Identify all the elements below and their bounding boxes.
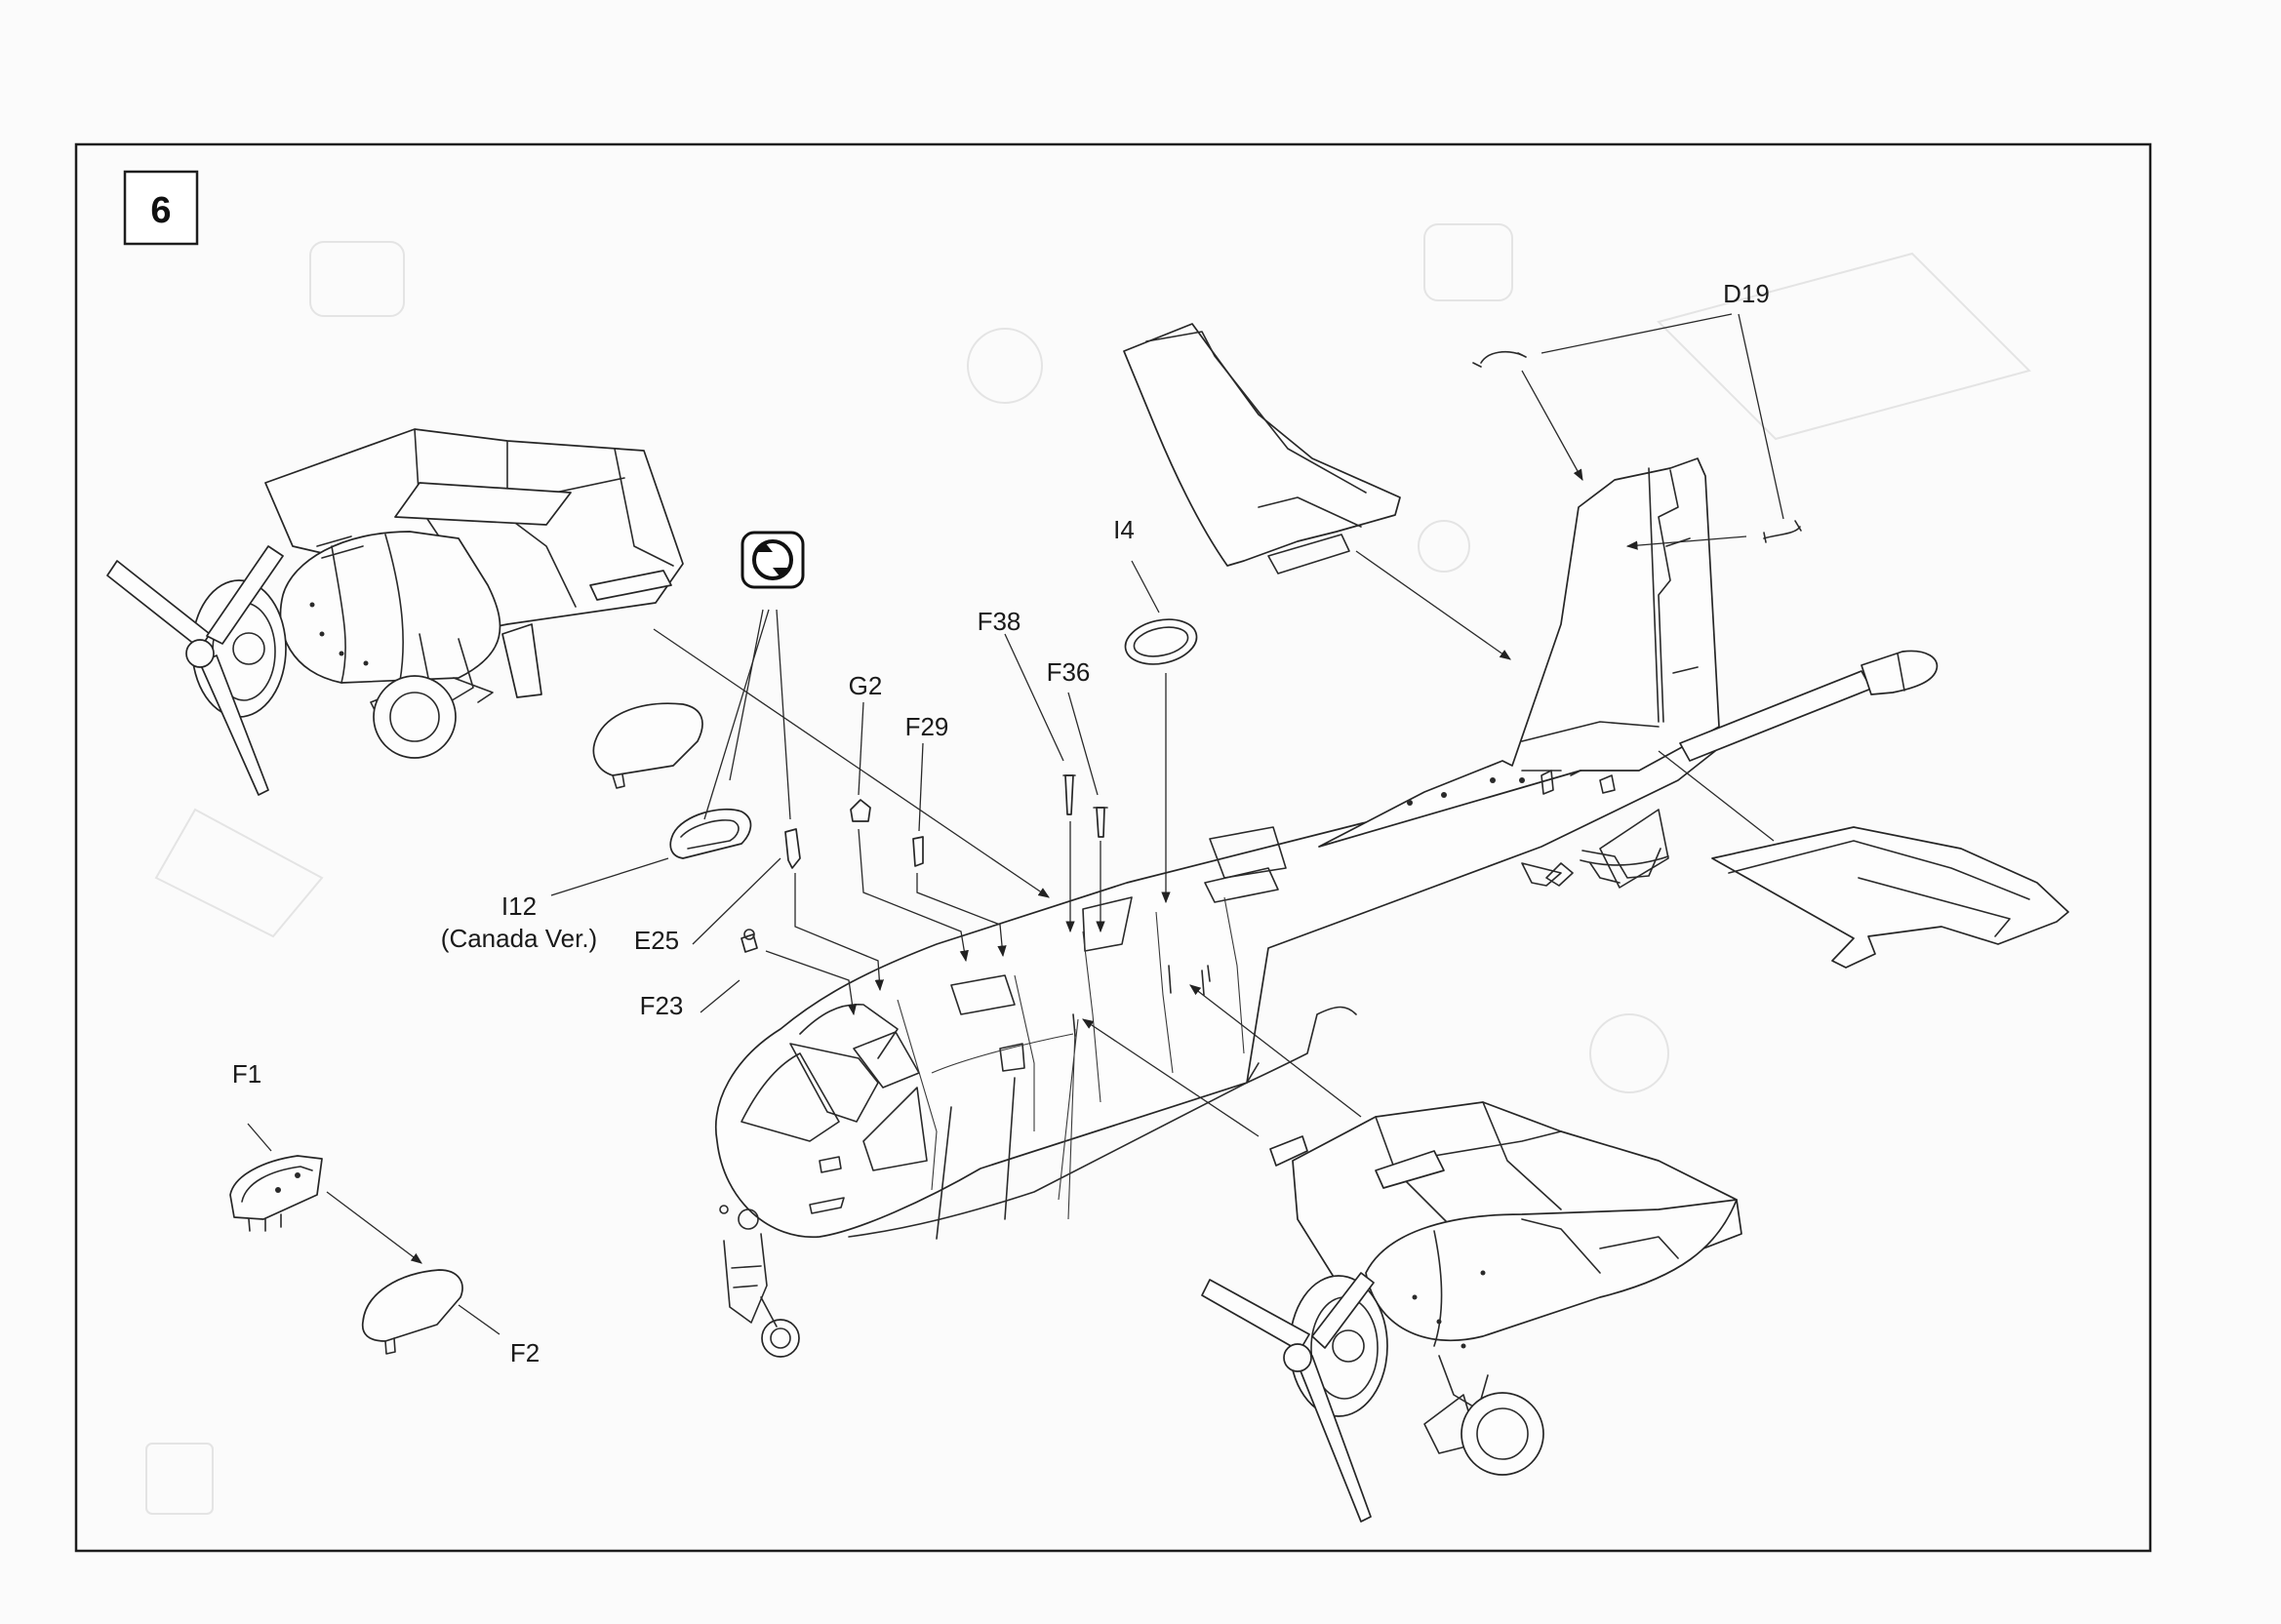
part-f2 [361, 1269, 463, 1355]
label-f23: F23 [640, 991, 684, 1020]
label-g2: G2 [849, 671, 883, 700]
step-frame [74, 142, 2152, 1553]
part-d19-clips [1472, 350, 1802, 543]
callout-labels: D19 I4 F38 F36 G2 F29 I12 (Canada Ver.) … [232, 279, 1770, 1367]
label-i4: I4 [1113, 515, 1135, 544]
tail-hook [1521, 848, 1661, 887]
part-f38-f36-pins [1062, 774, 1108, 838]
part-i4 [1124, 618, 1198, 665]
label-e25: E25 [634, 926, 679, 955]
label-f2: F2 [510, 1338, 540, 1367]
part-f23 [740, 929, 758, 953]
bleed-through-ghosts [145, 223, 2031, 1515]
right-nacelle-assembly [1201, 1101, 1742, 1523]
label-f29: F29 [905, 712, 949, 741]
main-fuselage [715, 736, 1716, 1358]
horizontal-stabilizer-left [1123, 323, 1401, 574]
part-f1 [229, 1155, 323, 1232]
label-f38: F38 [978, 607, 1021, 636]
part-i12 [669, 808, 752, 859]
assembly-guides [247, 313, 1784, 1335]
label-i12: I12 [501, 891, 537, 921]
label-f36: F36 [1047, 657, 1091, 687]
horizontal-stabilizer-right [1711, 826, 2069, 969]
left-nacelle-assembly [106, 428, 684, 796]
part-pod-upper [592, 702, 703, 789]
flip-both-sides-icon [740, 531, 805, 589]
part-f29 [912, 836, 924, 867]
vertical-tail [1318, 457, 1720, 848]
part-e25 [784, 828, 801, 869]
label-canada-ver: (Canada Ver.) [441, 924, 597, 953]
step-number-box: 6 [123, 170, 199, 246]
mad-boom [1679, 650, 1939, 762]
step-number: 6 [150, 190, 171, 231]
part-g2 [850, 799, 871, 822]
label-d19: D19 [1723, 279, 1770, 308]
label-f1: F1 [232, 1059, 261, 1089]
